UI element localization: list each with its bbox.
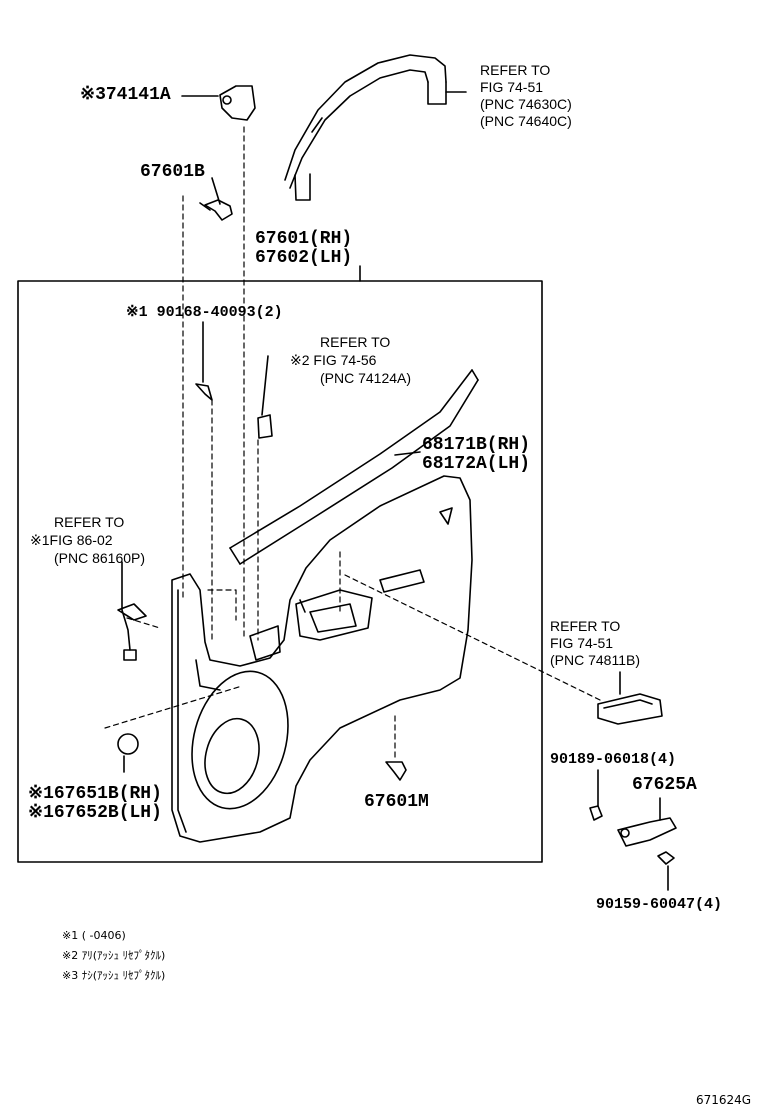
refer-fig-74-51-a: REFER TO FIG 74-51 (PNC 74630C) (PNC 746…: [480, 62, 572, 130]
refer-line: (PNC 74640C): [480, 113, 572, 129]
assist-grip-icon: [284, 54, 467, 201]
clip-67601b-icon: [199, 199, 233, 221]
bracket-67625a-icon: [617, 817, 677, 847]
leader-68171b: [394, 451, 421, 456]
refer-line: ※1FIG 86-02: [30, 532, 113, 548]
label-67602-lh: 67602(LH): [255, 248, 353, 268]
refer-line: REFER TO: [54, 514, 125, 530]
label-74141a: ※374141A: [80, 85, 171, 105]
assembly-frame: [17, 280, 543, 863]
refer-fig-86-02: REFER TO ※1FIG 86-02 (PNC 86160P): [30, 513, 145, 567]
label-90168: ※1 90168-40093(2): [126, 304, 283, 321]
refer-line: (PNC 74811B): [550, 652, 641, 668]
label-67651b-rh: ※167651B(RH): [28, 784, 162, 804]
weatherstrip-icon: [229, 369, 479, 565]
label-90159: 90159-60047(4): [596, 896, 723, 913]
refer-line: REFER TO: [550, 618, 621, 634]
cap-67651b-icon: [117, 733, 139, 755]
leader-74124a: [261, 355, 269, 416]
refer-line: (PNC 74124A): [320, 370, 412, 386]
refer-line: FIG 74-51: [480, 79, 544, 95]
note-3: ※3 ﾅｼ(ｱｯｼｭ ﾘｾﾌﾟﾀｸﾙ): [62, 969, 166, 982]
note-2: ※2 ｱﾘ(ｱｯｼｭ ﾘｾﾌﾟﾀｸﾙ): [62, 949, 166, 962]
label-67601m: 67601M: [364, 792, 429, 812]
dash-lines: [104, 126, 601, 761]
note-1: ※1 ( -0406): [62, 929, 126, 942]
refer-fig-74-56: REFER TO ※2 FIG 74-56 (PNC 74124A): [290, 333, 411, 387]
clip-67601m-icon: [385, 761, 407, 781]
label-67601b: 67601B: [140, 162, 205, 182]
label-67625a: 67625A: [632, 775, 697, 795]
label-68172a-lh: 68172A(LH): [422, 454, 531, 474]
cup-74811b-icon: [597, 693, 663, 725]
harness-icon: [117, 561, 147, 661]
part-74124a-icon: [257, 414, 273, 439]
refer-line: REFER TO: [480, 62, 551, 78]
refer-line: REFER TO: [320, 334, 391, 350]
cover-74141a-icon: [219, 85, 256, 121]
clip-90168-icon: [195, 383, 213, 401]
label-68171b-rh: 68171B(RH): [422, 435, 531, 455]
label-67652b-lh: ※167652B(LH): [28, 803, 162, 823]
refer-line: (PNC 74630C): [480, 96, 572, 112]
refer-line: FIG 74-51: [550, 635, 614, 651]
refer-line: ※2 FIG 74-56: [290, 352, 377, 368]
figure-number: 671624G: [696, 1093, 752, 1107]
refer-line: (PNC 86160P): [54, 550, 146, 566]
nut-90189-icon: [589, 805, 603, 821]
door-trim-panel-icon: [171, 475, 473, 843]
leader-67601b: [211, 177, 221, 205]
screw-90159-icon: [657, 851, 675, 865]
refer-fig-74-51-b: REFER TO FIG 74-51 (PNC 74811B): [550, 618, 640, 669]
label-67601-rh: 67601(RH): [255, 229, 353, 249]
label-90189: 90189-06018(4): [550, 751, 677, 768]
